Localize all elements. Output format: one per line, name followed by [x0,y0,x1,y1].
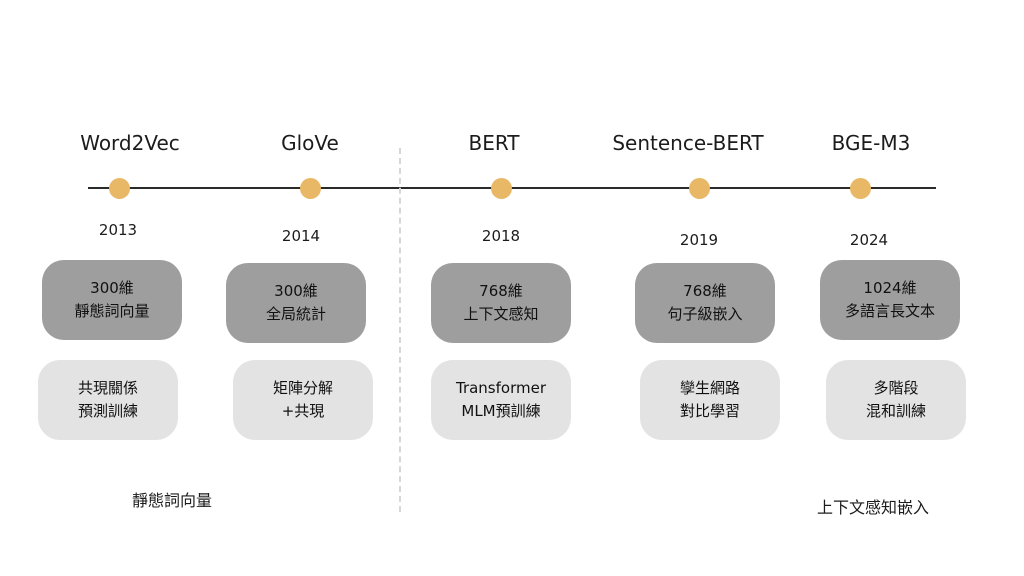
year-bge-m3: 2024 [849,231,889,249]
era-divider [399,148,401,512]
training-line: 共現關係 [77,379,138,397]
training-box-bge-m3: 多階段 混和訓練 [826,360,966,440]
timeline-dot-word2vec [108,178,130,199]
dimension-label: 768維 [479,282,523,300]
training-box-bert: Transformer MLM預訓練 [431,360,571,440]
training-box-word2vec: 共現關係 預測訓練 [38,360,178,440]
year-glove: 2014 [281,227,321,245]
year-sentence-bert: 2019 [679,231,719,249]
training-line: +共現 [281,402,325,420]
model-name-bert: BERT [468,131,520,155]
feature-label: 句子級嵌入 [667,305,743,323]
dimension-label: 300維 [90,279,134,297]
feature-label: 上下文感知 [463,305,539,323]
training-line: 混和訓練 [865,402,926,420]
training-line: 孿生網路 [679,379,740,397]
dimension-box-word2vec: 300維 靜態詞向量 [42,260,182,340]
dimension-box-sentence-bert: 768維 句子級嵌入 [635,263,775,343]
training-line: MLM預訓練 [461,402,541,420]
dimension-box-bge-m3: 1024維 多語言長文本 [820,260,960,340]
training-line: Transformer [455,379,546,397]
dimension-box-bert: 768維 上下文感知 [431,263,571,343]
dimension-label: 768維 [683,282,727,300]
year-bert: 2018 [481,227,521,245]
dimension-label: 1024維 [863,279,917,297]
training-line: 對比學習 [679,402,740,420]
dimension-box-glove: 300維 全局統計 [226,263,366,343]
training-line: 多階段 [873,379,919,397]
model-name-bge-m3: BGE-M3 [831,131,911,155]
timeline-dot-bert [490,178,512,199]
year-word2vec: 2013 [98,221,138,239]
training-line: 矩陣分解 [272,379,333,397]
model-name-sentence-bert: Sentence-BERT [612,131,764,155]
feature-label: 全局統計 [265,305,326,323]
feature-label: 多語言長文本 [844,302,935,320]
phase-label-contextual: 上下文感知嵌入 [817,498,930,517]
timeline-dot-glove [299,178,321,199]
training-line: 預測訓練 [77,402,138,420]
timeline-axis [88,187,936,189]
timeline-dot-sentence-bert [688,178,710,199]
phase-label-static: 靜態詞向量 [132,491,213,510]
dimension-label: 300維 [274,282,318,300]
model-name-glove: GloVe [281,131,339,155]
feature-label: 靜態詞向量 [74,302,150,320]
timeline-dot-bge-m3 [849,178,871,199]
model-name-word2vec: Word2Vec [80,131,180,155]
training-box-glove: 矩陣分解 +共現 [233,360,373,440]
training-box-sentence-bert: 孿生網路 對比學習 [640,360,780,440]
